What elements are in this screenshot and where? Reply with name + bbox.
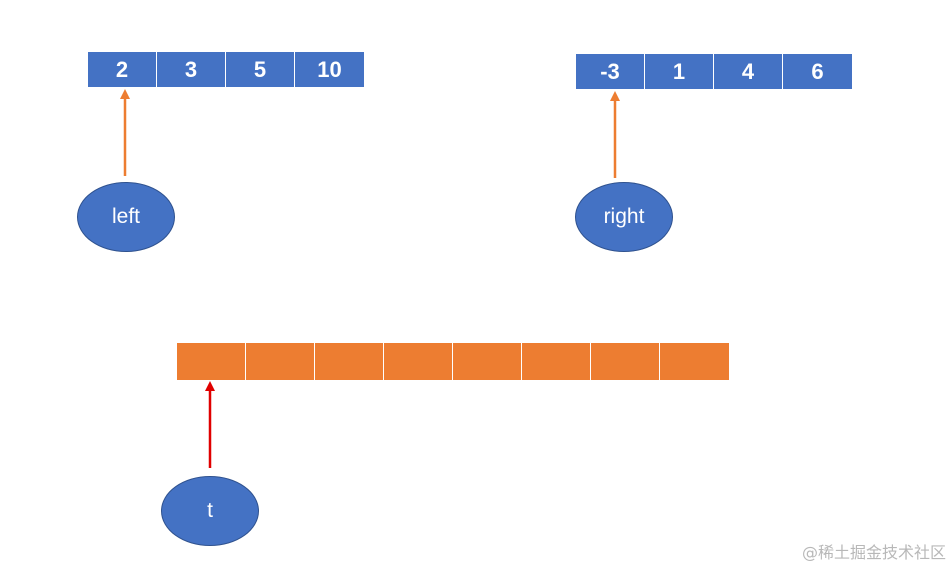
right-array-cell: 4 xyxy=(714,54,783,89)
left-pointer-label: left xyxy=(111,205,140,228)
temp-array-cell xyxy=(315,343,384,380)
right-array: -3 1 4 6 xyxy=(576,54,852,89)
left-array-cell: 5 xyxy=(226,52,295,87)
left-array-cell: 10 xyxy=(295,52,364,87)
right-pointer-label: right xyxy=(603,205,645,228)
right-array-cell: 6 xyxy=(783,54,852,89)
temp-array-cell xyxy=(522,343,591,380)
temp-array-cell xyxy=(384,343,453,380)
right-array-cell: 1 xyxy=(645,54,714,89)
temp-array-cell xyxy=(591,343,660,380)
temp-array-cell xyxy=(246,343,315,380)
left-pointer: left xyxy=(77,182,175,252)
temp-array-cell xyxy=(660,343,729,380)
left-array-cell: 3 xyxy=(157,52,226,87)
t-pointer: t xyxy=(161,476,259,546)
right-array-cell: -3 xyxy=(576,54,645,89)
temp-array-cell xyxy=(453,343,522,380)
watermark: @稀土掘金技术社区 xyxy=(801,543,946,562)
temp-array-cell xyxy=(177,343,246,380)
t-pointer-label: t xyxy=(207,499,213,522)
left-array: 2 3 5 10 xyxy=(88,52,364,87)
temp-array xyxy=(177,343,729,380)
right-pointer: right xyxy=(575,182,673,252)
left-array-cell: 2 xyxy=(88,52,157,87)
